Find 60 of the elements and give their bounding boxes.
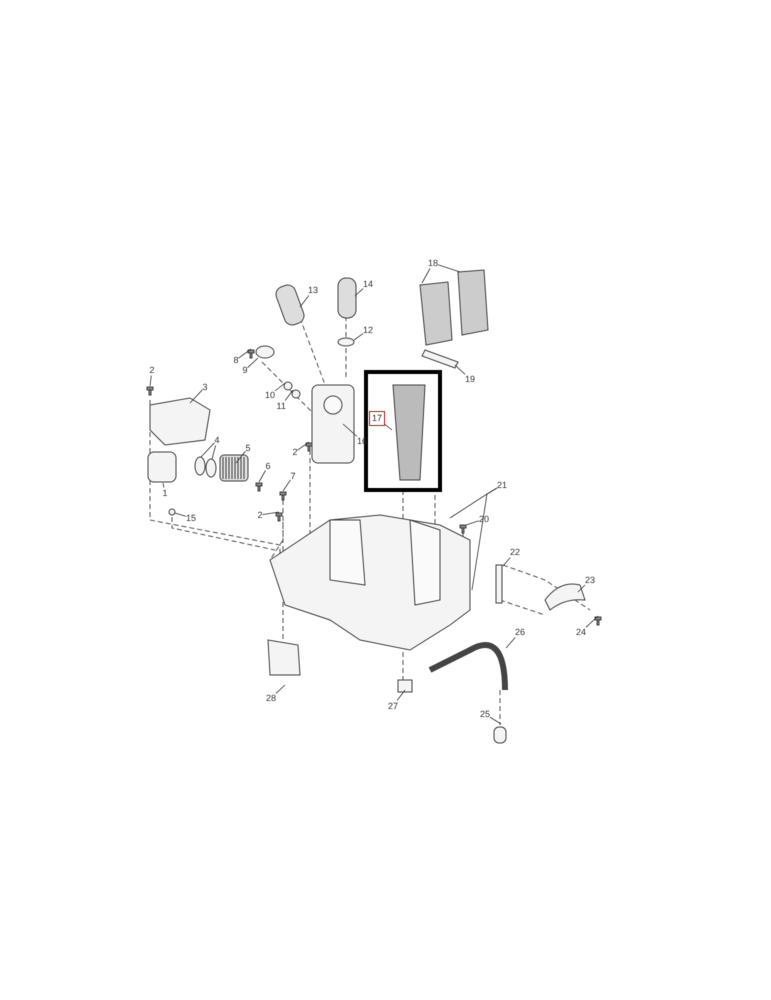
- callout-number: 8: [234, 354, 239, 366]
- leader-line: [282, 479, 291, 492]
- callout-number: 6: [266, 460, 271, 472]
- leader-line: [354, 288, 364, 296]
- callout-number: 1: [162, 488, 168, 498]
- callout-number: 18: [428, 258, 438, 268]
- callout-number: 25: [480, 708, 490, 720]
- leader-line: [238, 348, 252, 359]
- leader-line: [300, 295, 310, 308]
- leader-line: [422, 268, 430, 284]
- callout-number: 13: [308, 284, 318, 296]
- callout-number: 17: [369, 410, 386, 426]
- callout-number: 26: [515, 626, 526, 638]
- callout-number: 2: [292, 446, 298, 458]
- leader-line: [162, 482, 164, 488]
- leader-line: [150, 375, 152, 386]
- callout-number: 7: [290, 470, 296, 482]
- leader-line: [472, 488, 498, 590]
- leader-line: [354, 333, 364, 340]
- leader-line: [190, 389, 203, 404]
- callout-number: 28: [266, 692, 276, 704]
- leader-line: [247, 358, 258, 368]
- callout-number: 22: [510, 546, 520, 558]
- leader-line: [200, 442, 215, 458]
- leader-line: [506, 637, 516, 648]
- leader-line: [490, 716, 502, 724]
- callout-number: 3: [202, 382, 208, 392]
- callout-number: 10: [265, 390, 276, 400]
- leader-line: [212, 445, 216, 460]
- leader-line: [174, 512, 186, 517]
- callout-number: 15: [186, 512, 196, 524]
- callout-number: 14: [363, 278, 374, 290]
- callout-number: 23: [585, 574, 596, 586]
- leader-line: [454, 364, 466, 375]
- leader-line: [297, 442, 310, 451]
- leader-line: [262, 512, 280, 515]
- leader-line: [466, 520, 480, 526]
- leader-line: [578, 584, 586, 592]
- callout-number: 21: [497, 480, 508, 490]
- leader-line: [438, 264, 460, 272]
- callout-number: 4: [214, 434, 220, 446]
- leader-line: [586, 616, 598, 628]
- leader-line: [236, 450, 246, 464]
- callout-number: 19: [465, 374, 476, 384]
- leader-line: [284, 390, 294, 401]
- leader-line: [258, 470, 266, 482]
- callout-number: 9: [242, 364, 248, 376]
- callout-number: 12: [363, 324, 374, 336]
- leader-line: [384, 424, 392, 430]
- callout-number: 5: [246, 442, 251, 454]
- leader-line: [396, 690, 406, 701]
- leader-line: [276, 684, 286, 694]
- callout-number: 27: [388, 700, 398, 712]
- leader-line: [342, 424, 358, 437]
- leader-line: [274, 382, 286, 392]
- callout-number: 24: [576, 626, 586, 638]
- leader-line: [502, 557, 511, 566]
- callout-number: 2: [150, 364, 155, 376]
- callout-number: 11: [276, 400, 286, 412]
- callout-number: 2: [258, 510, 263, 520]
